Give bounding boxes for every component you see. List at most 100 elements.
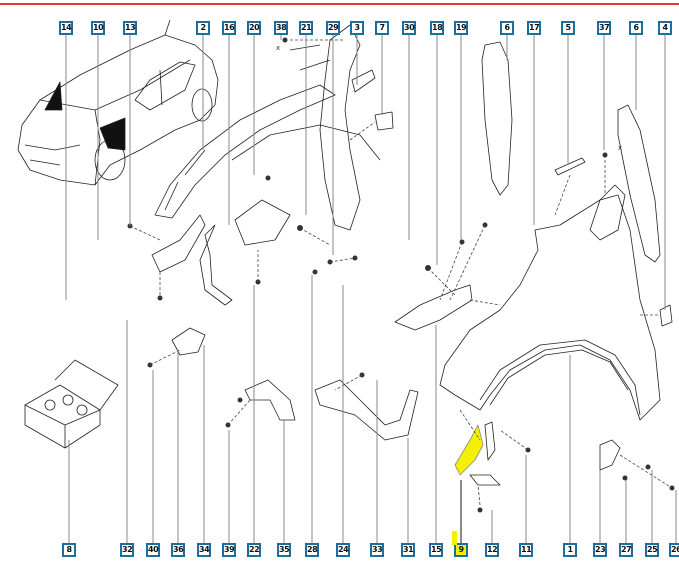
callout-label: 28	[307, 545, 318, 555]
part-3-bracket	[351, 69, 376, 93]
callout-label: 24	[338, 545, 349, 555]
callout-part-8[interactable]: 8	[62, 543, 76, 557]
callout-label: 3	[352, 23, 362, 33]
callout-part-24[interactable]: 24	[336, 543, 350, 557]
callout-part-14[interactable]: 14	[59, 21, 73, 35]
callout-part-3[interactable]: 3	[350, 21, 364, 35]
callout-label: 25	[647, 545, 658, 555]
annotation-x: x	[618, 144, 622, 152]
callout-part-15[interactable]: 15	[429, 543, 443, 557]
callout-part-22[interactable]: 22	[247, 543, 261, 557]
part-15-bracket	[394, 284, 473, 331]
callout-part-6[interactable]: 6	[500, 21, 514, 35]
highlight-marker	[452, 531, 457, 545]
callout-label: 6	[631, 23, 641, 33]
callout-part-27[interactable]: 27	[619, 543, 633, 557]
callout-label: 20	[249, 23, 260, 33]
callout-part-37[interactable]: 37	[597, 21, 611, 35]
callout-part-7[interactable]: 7	[375, 21, 389, 35]
callout-part-25[interactable]: 25	[645, 543, 659, 557]
callout-part-2[interactable]: 2	[196, 21, 210, 35]
annotation-x: x	[276, 44, 280, 52]
callout-label: 21	[301, 23, 312, 33]
callout-part-9[interactable]: 9	[454, 543, 468, 557]
callout-label: 30	[404, 23, 415, 33]
callout-part-39[interactable]: 39	[222, 543, 236, 557]
part-35-bracket	[244, 379, 296, 421]
callout-label: 23	[595, 545, 606, 555]
callout-part-35[interactable]: 35	[277, 543, 291, 557]
callout-part-11[interactable]: 11	[519, 543, 533, 557]
callout-label: 27	[621, 545, 632, 555]
callout-part-40[interactable]: 40	[146, 543, 160, 557]
callout-label: 14	[61, 23, 72, 33]
callout-part-18[interactable]: 18	[430, 21, 444, 35]
callout-part-4[interactable]: 4	[658, 21, 672, 35]
callout-part-21[interactable]: 21	[299, 21, 313, 35]
callout-label: 12	[487, 545, 498, 555]
assembly-guide-lines	[129, 39, 673, 506]
callout-label: 37	[599, 23, 610, 33]
part-10-bracket	[151, 214, 206, 273]
bottom-callout-leader-lines	[68, 275, 677, 543]
callout-label: 26	[671, 545, 679, 555]
callout-label: 16	[224, 23, 235, 33]
callout-label: 11	[521, 545, 532, 555]
part-36-bracket	[171, 327, 206, 356]
callout-part-23[interactable]: 23	[593, 543, 607, 557]
part-32-support-arm	[199, 224, 233, 306]
callout-part-28[interactable]: 28	[305, 543, 319, 557]
callout-part-32[interactable]: 32	[120, 543, 134, 557]
vehicle-overview-illustration	[17, 19, 219, 186]
callout-part-30[interactable]: 30	[402, 21, 416, 35]
callout-part-26[interactable]: 26	[669, 543, 679, 557]
callout-label: 36	[173, 545, 184, 555]
part-24-31-lower-brace	[314, 379, 419, 441]
callout-part-13[interactable]: 13	[123, 21, 137, 35]
callout-part-16[interactable]: 16	[222, 21, 236, 35]
callout-label: 19	[456, 23, 467, 33]
callout-label: 4	[660, 23, 670, 33]
callout-part-36[interactable]: 36	[171, 543, 185, 557]
callout-label: 2	[198, 23, 208, 33]
annotation-x-marks: x x	[276, 44, 622, 152]
callout-part-1[interactable]: 1	[563, 543, 577, 557]
callout-part-38[interactable]: 38	[274, 21, 288, 35]
callout-part-33[interactable]: 33	[370, 543, 384, 557]
callout-label: 35	[279, 545, 290, 555]
callout-label: 29	[328, 23, 339, 33]
callout-part-20[interactable]: 20	[247, 21, 261, 35]
fasteners	[127, 37, 675, 513]
part-8-hardware-kit-box	[24, 359, 119, 449]
callout-part-10[interactable]: 10	[91, 21, 105, 35]
part-5-strip	[554, 157, 586, 176]
callout-label: 15	[431, 545, 442, 555]
callout-label: 18	[432, 23, 443, 33]
callout-label: 33	[372, 545, 383, 555]
callout-part-19[interactable]: 19	[454, 21, 468, 35]
part-6-molding-right	[617, 104, 661, 263]
callout-part-12[interactable]: 12	[485, 543, 499, 557]
callout-label: 40	[148, 545, 159, 555]
callout-part-34[interactable]: 34	[197, 543, 211, 557]
callout-label: 17	[529, 23, 540, 33]
callout-label: 1	[565, 545, 575, 555]
callout-part-6[interactable]: 6	[629, 21, 643, 35]
callout-part-5[interactable]: 5	[561, 21, 575, 35]
callout-part-31[interactable]: 31	[401, 543, 415, 557]
callout-label: 9	[456, 545, 466, 555]
part-29-reinforcement	[289, 24, 361, 231]
callout-label: 34	[199, 545, 210, 555]
part-7-clip	[374, 111, 394, 131]
callout-label: 7	[377, 23, 387, 33]
callout-label: 5	[563, 23, 573, 33]
callout-label: 31	[403, 545, 414, 555]
callout-label: 13	[125, 23, 136, 33]
callout-label: 38	[276, 23, 287, 33]
header-accent-bar	[0, 3, 679, 5]
top-callout-leader-lines	[65, 35, 666, 310]
callout-label: 10	[93, 23, 104, 33]
callout-part-29[interactable]: 29	[326, 21, 340, 35]
callout-part-17[interactable]: 17	[527, 21, 541, 35]
